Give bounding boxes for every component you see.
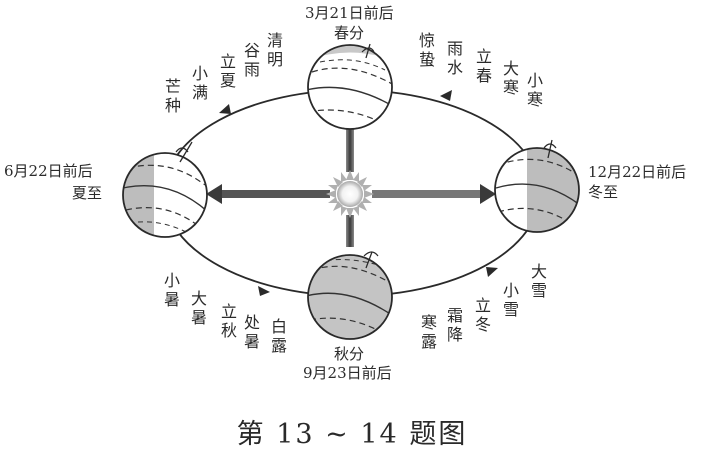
solar-term-lichun: 立春 [473,48,492,86]
solar-term-dahan: 大寒 [500,60,519,98]
solar-term-xiaoman: 小满 [189,65,208,103]
rotation-direction-icon [363,251,379,257]
solar-term-xiaohan: 小寒 [524,72,543,110]
solar-term-lidong: 立冬 [472,297,491,335]
solar-term-dashu: 大暑 [188,290,207,328]
earth-globe-icon [494,139,580,233]
solar-term-liqiu: 立秋 [218,303,237,341]
earth-globe-icon [307,43,393,130]
rotation-direction-icon [543,143,557,149]
solar-term-mangzhong: 芒种 [162,78,181,116]
solar-term-qingming: 清明 [264,32,283,70]
solar-term-chushu: 处暑 [241,314,260,352]
summer-solstice-term: 夏至 [72,184,103,202]
winter-solstice-term: 冬至 [588,183,619,201]
earth-globe-icon [307,251,393,340]
rotation-direction-icon [175,147,189,153]
solar-term-yushui: 雨水 [444,40,463,78]
earth-globe-icon [122,141,208,238]
solar-term-xiaoxue: 小雪 [500,282,519,320]
summer-solstice-date: 6月22日前后 [4,162,93,180]
solar-term-bailu: 白露 [268,318,287,356]
spring-equinox-date: 3月21日前后 [305,4,394,22]
solar-term-hanlu: 寒露 [418,314,437,352]
autumn-equinox-date: 9月23日前后 [303,364,392,382]
spring-equinox-term: 春分 [334,24,365,42]
sun-icon [326,170,374,218]
autumn-equinox-term: 秋分 [334,345,365,363]
solar-term-shuangjiang: 霜降 [444,307,463,345]
solar-term-daxue: 大雪 [528,263,547,301]
rotation-direction-icon [361,47,375,53]
solar-term-xiaoshu: 小暑 [161,272,180,310]
orbit-direction-arrow-icon [219,90,498,296]
solar-term-jingzhe: 惊蛰 [416,32,435,70]
winter-solstice-date: 12月22日前后 [588,163,687,181]
figure-caption: 第 13 ~ 14 题图 [236,419,468,450]
solar-term-lixia: 立夏 [217,53,236,91]
solar-term-guyu: 谷雨 [241,42,260,80]
